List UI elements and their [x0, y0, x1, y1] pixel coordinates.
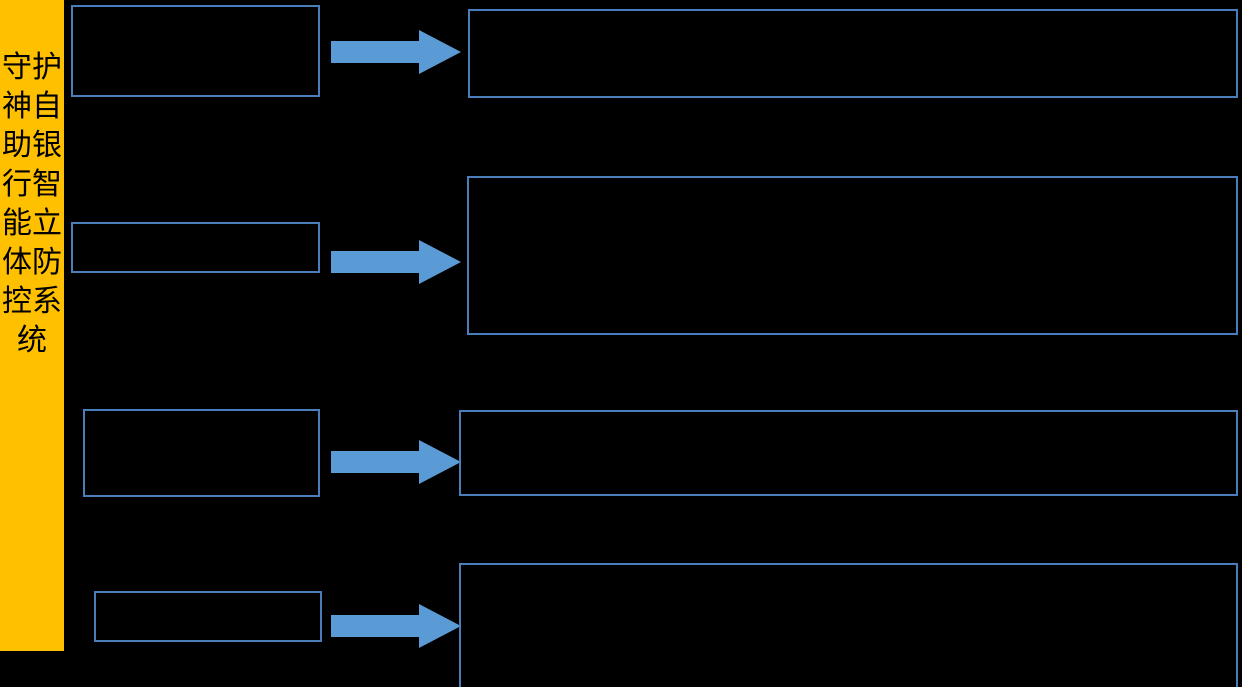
right-box-4-label [461, 565, 1236, 687]
left-box-3-label [85, 411, 318, 495]
right-box-1[interactable] [468, 9, 1238, 98]
right-box-3-label [461, 412, 1236, 494]
vertical-title-banner: 守护神自助银行智能立体防控系统 [0, 0, 64, 651]
right-block-arrow-icon [331, 604, 461, 648]
right-box-2-label [469, 178, 1236, 333]
right-block-arrow-icon [331, 240, 461, 284]
left-box-3[interactable] [83, 409, 320, 497]
right-block-arrow-icon [331, 30, 461, 74]
left-box-2[interactable] [71, 222, 320, 273]
left-box-2-label [73, 224, 318, 271]
right-block-arrow-2 [331, 240, 461, 284]
left-box-1[interactable] [71, 5, 320, 97]
right-box-3[interactable] [459, 410, 1238, 496]
right-box-1-label [470, 11, 1236, 96]
right-box-4[interactable] [459, 563, 1238, 687]
right-block-arrow-4 [331, 604, 461, 648]
left-box-4-label [96, 593, 320, 640]
right-block-arrow-icon [331, 440, 461, 484]
right-block-arrow-1 [331, 30, 461, 74]
right-box-2[interactable] [467, 176, 1238, 335]
left-box-1-label [73, 7, 318, 95]
page-title: 守护神自助银行智能立体防控系统 [2, 50, 62, 358]
right-block-arrow-3 [331, 440, 461, 484]
left-box-4[interactable] [94, 591, 322, 642]
